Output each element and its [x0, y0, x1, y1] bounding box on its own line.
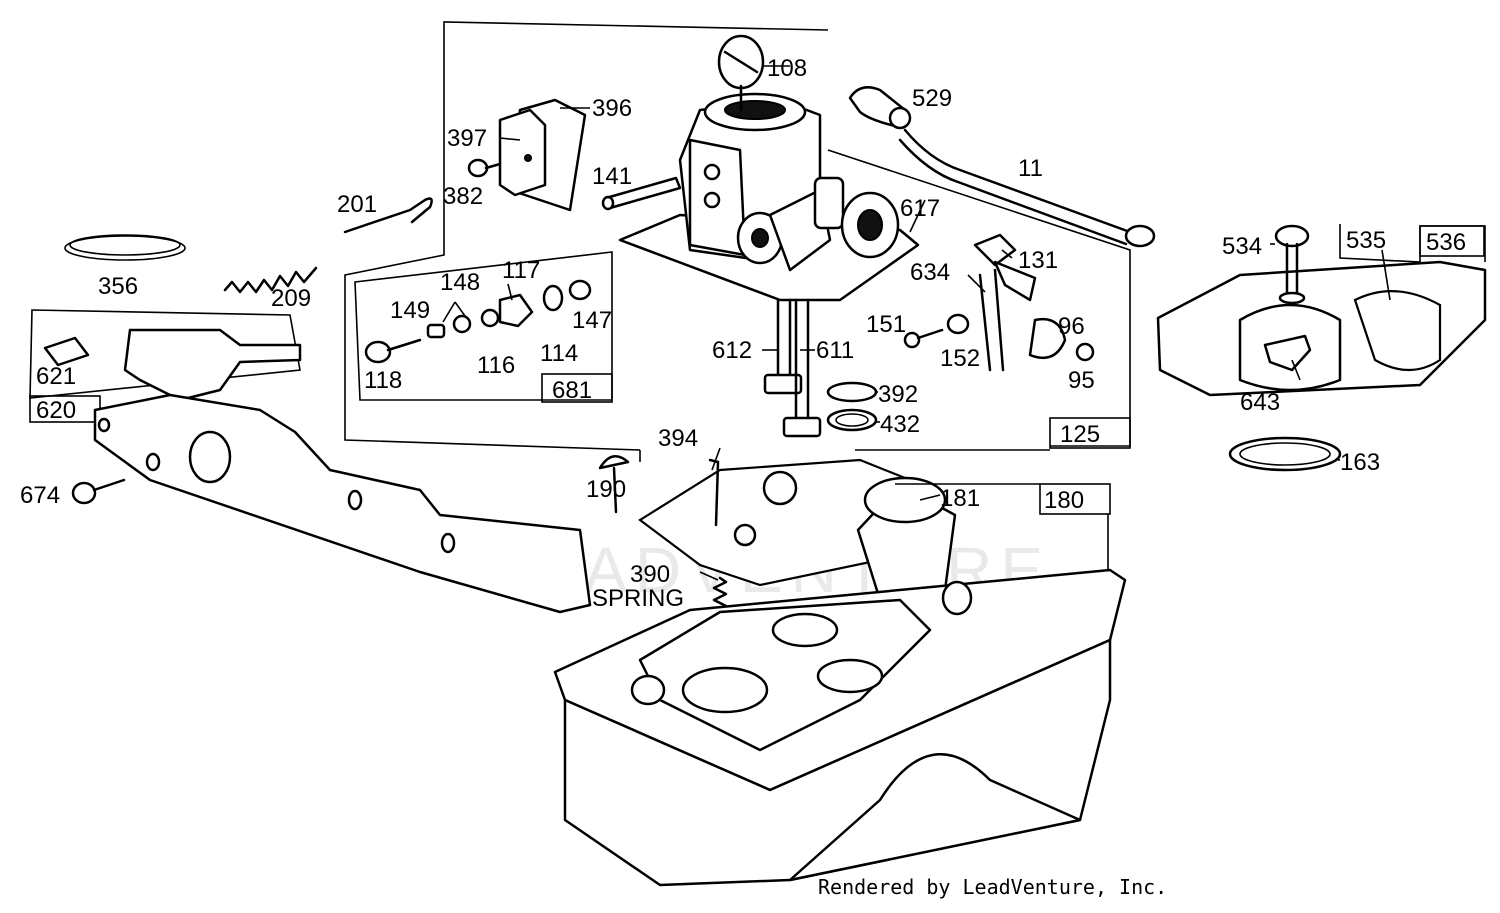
label-529: 529 — [912, 85, 952, 112]
label-141: 141 — [592, 163, 632, 190]
label-131: 131 — [1018, 247, 1058, 274]
label-181: 181 — [940, 485, 980, 512]
carburetor-body — [618, 34, 920, 302]
label-681: 681 — [552, 377, 592, 404]
link-201 — [343, 197, 433, 234]
ring-356 — [64, 235, 186, 261]
air-cleaner-outline — [895, 483, 1111, 570]
footer-credit: Rendered by LeadVenture, Inc. — [818, 875, 1167, 899]
jet-kit-parts — [364, 279, 592, 364]
label-356: 356 — [98, 273, 138, 300]
knob-534 — [1274, 224, 1310, 305]
fuel-pipe-end — [1124, 224, 1156, 248]
label-643: 643 — [1240, 389, 1280, 416]
label-152: 152 — [940, 345, 980, 372]
air-cleaner-cover — [1156, 224, 1487, 397]
washer-432 — [826, 408, 878, 432]
label-432: 432 — [880, 411, 920, 438]
cup-96 — [1028, 317, 1095, 362]
label-535: 535 — [1346, 227, 1386, 254]
label-118: 118 — [364, 367, 402, 394]
label-108: 108 — [767, 55, 807, 82]
label-620: 620 — [36, 397, 76, 424]
label-spring: SPRING — [592, 585, 684, 612]
label-209: 209 — [271, 285, 311, 312]
label-611: 611 — [816, 337, 854, 364]
screw-190 — [598, 455, 630, 514]
label-634: 634 — [910, 259, 950, 286]
label-397: 397 — [447, 125, 487, 152]
label-149: 149 — [390, 297, 430, 324]
part-labels: 108 396 397 382 201 141 529 11 617 634 1… — [20, 55, 1466, 612]
label-536: 536 — [1426, 229, 1466, 256]
screw-674 — [71, 478, 126, 505]
label-534: 534 — [1222, 233, 1262, 260]
spring-209 — [223, 266, 318, 294]
carburetor-group-outline — [344, 21, 1131, 462]
elbow-181 — [856, 476, 957, 602]
fuel-elbow-529 — [848, 86, 912, 130]
label-95: 95 — [1068, 367, 1095, 394]
leader-lines — [442, 65, 1391, 581]
label-617: 617 — [900, 195, 940, 222]
washer-392 — [826, 381, 878, 403]
label-396: 396 — [592, 95, 632, 122]
label-116: 116 — [477, 352, 515, 379]
mounting-plate — [93, 393, 592, 614]
label-621: 621 — [36, 363, 76, 390]
label-114: 114 — [540, 340, 578, 367]
fuel-pipe-11 — [903, 128, 1132, 234]
label-96: 96 — [1058, 313, 1085, 340]
label-382: 382 — [443, 183, 483, 210]
choke-bracket — [498, 98, 587, 212]
label-612: 612 — [712, 337, 752, 364]
label-392: 392 — [878, 381, 918, 408]
label-117: 117 — [502, 257, 540, 284]
label-390: 390 — [630, 561, 670, 588]
label-147: 147 — [572, 307, 612, 334]
spring-390 — [712, 576, 728, 608]
label-125: 125 — [1060, 421, 1100, 448]
governor-bracket — [29, 309, 302, 423]
bolts-612-611 — [763, 298, 822, 438]
label-190: 190 — [586, 476, 626, 503]
label-box-125 — [1049, 417, 1131, 449]
label-163: 163 — [1340, 449, 1380, 476]
label-201: 201 — [337, 191, 377, 218]
label-148: 148 — [440, 269, 480, 296]
screw-382 — [467, 158, 502, 178]
pin-141 — [601, 176, 682, 211]
idle-screw-151 — [903, 313, 970, 349]
label-394: 394 — [658, 425, 698, 452]
needle-valve — [973, 233, 1037, 372]
label-180: 180 — [1044, 487, 1084, 514]
label-151: 151 — [866, 311, 906, 338]
label-674: 674 — [20, 482, 60, 509]
jet-kit-outline — [354, 251, 613, 403]
label-11: 11 — [1018, 155, 1043, 182]
rod-394 — [708, 458, 720, 527]
air-cleaner-base — [553, 568, 1127, 887]
